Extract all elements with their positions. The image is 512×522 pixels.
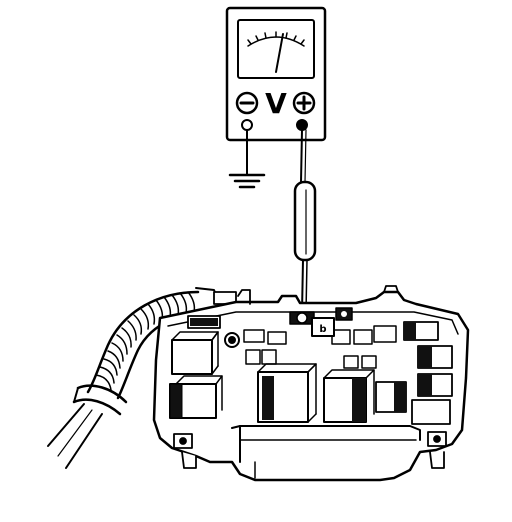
negative-jack bbox=[241, 119, 253, 131]
relay-right-column bbox=[403, 321, 453, 425]
relay-socket-lower-left bbox=[169, 375, 223, 419]
voltmeter-icon: V bbox=[225, 6, 327, 142]
test-probe-icon bbox=[293, 129, 317, 313]
fuse-relay-box-icon: b bbox=[152, 285, 470, 482]
positive-terminal-symbol bbox=[292, 91, 316, 115]
terminal-mark: b bbox=[319, 324, 326, 335]
ground-symbol-icon bbox=[228, 129, 266, 189]
mounting-stud bbox=[224, 332, 240, 348]
relay-left bbox=[171, 331, 219, 375]
meter-display bbox=[237, 19, 315, 79]
meter-label: V bbox=[265, 87, 287, 120]
positive-jack bbox=[296, 119, 308, 131]
mounting-tabs bbox=[173, 431, 447, 469]
test-terminal: b bbox=[289, 307, 353, 337]
relay-center-right bbox=[323, 369, 375, 423]
meter-needle bbox=[275, 33, 284, 73]
fuse-row bbox=[243, 325, 397, 369]
negative-terminal-symbol bbox=[235, 91, 259, 115]
meter-scale-ticks bbox=[247, 31, 305, 45]
relay-center bbox=[257, 363, 317, 423]
